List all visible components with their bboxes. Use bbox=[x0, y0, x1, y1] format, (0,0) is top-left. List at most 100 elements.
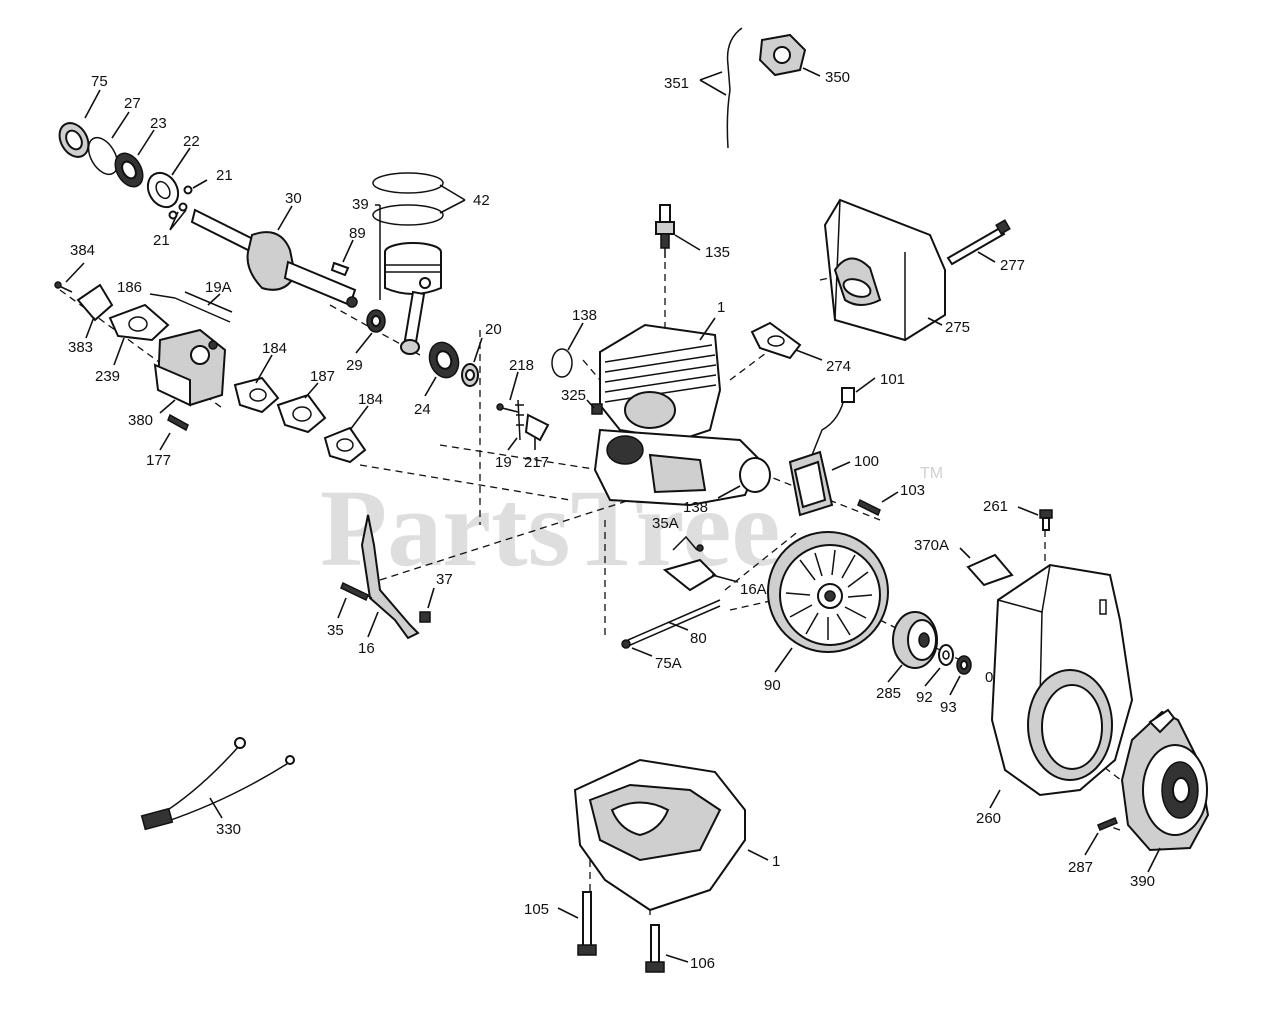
label-35A: 35A bbox=[652, 515, 679, 532]
label-287: 287 bbox=[1068, 859, 1093, 876]
ignition-lead-101 bbox=[809, 387, 855, 461]
piston-assembly bbox=[384, 242, 442, 355]
gasket-138-b bbox=[739, 457, 771, 493]
label-21-lower: 21 bbox=[153, 232, 170, 249]
label-384: 384 bbox=[70, 242, 95, 259]
label-138-lower: 138 bbox=[683, 499, 708, 516]
clip-325 bbox=[591, 403, 603, 415]
label-186: 186 bbox=[117, 279, 142, 296]
label-75A: 75A bbox=[655, 655, 682, 672]
bolt-106 bbox=[645, 924, 665, 973]
label-19A: 19A bbox=[205, 279, 232, 296]
label-380: 380 bbox=[128, 412, 153, 429]
primer-350 bbox=[758, 33, 807, 77]
label-93: 93 bbox=[940, 699, 957, 716]
label-285: 285 bbox=[876, 685, 901, 702]
oil-seal-20 bbox=[461, 363, 479, 387]
label-101: 101 bbox=[880, 371, 905, 388]
label-275: 275 bbox=[945, 319, 970, 336]
spacer-187 bbox=[276, 393, 327, 434]
label-351: 351 bbox=[664, 75, 689, 92]
label-217: 217 bbox=[524, 454, 549, 471]
watermark-trademark: TM bbox=[920, 465, 943, 482]
label-24: 24 bbox=[414, 401, 431, 418]
label-390: 390 bbox=[1130, 873, 1155, 890]
retaining-ring-27 bbox=[87, 136, 119, 176]
carburetor-380 bbox=[153, 328, 227, 407]
needle-bearing-29 bbox=[366, 309, 386, 333]
muffler-275 bbox=[823, 198, 946, 342]
key-21-a bbox=[183, 185, 193, 195]
label-92: 92 bbox=[916, 689, 933, 706]
rod-186 bbox=[174, 297, 231, 323]
woodruff-key-89 bbox=[330, 261, 350, 277]
label-138-upper: 138 bbox=[572, 307, 597, 324]
bracket-39 bbox=[375, 204, 381, 300]
label-325: 325 bbox=[561, 387, 586, 404]
label-260: 260 bbox=[976, 810, 1001, 827]
screw-384 bbox=[54, 281, 73, 293]
leader-lines bbox=[65, 67, 1161, 963]
bracket-383 bbox=[76, 283, 114, 322]
decal-370A bbox=[966, 553, 1014, 587]
label-23: 23 bbox=[150, 115, 167, 132]
label-19: 19 bbox=[495, 454, 512, 471]
fuel-line-351 bbox=[726, 27, 743, 149]
gasket-138-a bbox=[551, 348, 573, 378]
label-16A: 16A bbox=[740, 581, 767, 598]
piston-rings-42 bbox=[372, 172, 444, 226]
label-80: 80 bbox=[690, 630, 707, 647]
label-239: 239 bbox=[95, 368, 120, 385]
label-39: 39 bbox=[352, 196, 369, 213]
part-number-labels: 75 27 23 22 21 21 30 39 42 89 384 186 19… bbox=[68, 69, 1155, 972]
label-383: 383 bbox=[68, 339, 93, 356]
label-218: 218 bbox=[509, 357, 534, 374]
label-177: 177 bbox=[146, 452, 171, 469]
label-22: 22 bbox=[183, 133, 200, 150]
screw-287 bbox=[1097, 817, 1118, 831]
bearing-24 bbox=[428, 341, 460, 379]
washer-22 bbox=[146, 171, 180, 209]
washer-75A bbox=[621, 639, 631, 649]
key-21-b bbox=[178, 202, 188, 212]
label-29: 29 bbox=[346, 357, 363, 374]
label-30: 30 bbox=[285, 190, 302, 207]
label-187: 187 bbox=[310, 368, 335, 385]
label-103: 103 bbox=[900, 482, 925, 499]
recoil-starter-390 bbox=[1120, 708, 1210, 852]
label-90: 90 bbox=[764, 677, 781, 694]
screw-177 bbox=[167, 413, 189, 432]
label-184-upper: 184 bbox=[262, 340, 287, 357]
label-21-upper: 21 bbox=[216, 167, 233, 184]
label-350: 350 bbox=[825, 69, 850, 86]
screw-261 bbox=[1039, 509, 1053, 531]
spark-plug-135 bbox=[655, 204, 675, 258]
spring-19A bbox=[184, 291, 233, 313]
label-274: 274 bbox=[826, 358, 851, 375]
label-42: 42 bbox=[473, 192, 490, 209]
screw-35 bbox=[340, 581, 369, 602]
label-35: 35 bbox=[327, 622, 344, 639]
label-89: 89 bbox=[349, 225, 366, 242]
gasket-239 bbox=[108, 303, 170, 342]
oil-seal-75 bbox=[58, 122, 90, 158]
ground-wire-330 bbox=[140, 737, 295, 831]
svg-text:0: 0 bbox=[985, 669, 993, 686]
ignition-module-100 bbox=[788, 450, 834, 517]
bolt-105 bbox=[577, 891, 597, 956]
label-100: 100 bbox=[854, 453, 879, 470]
gasket-184-b bbox=[323, 426, 367, 464]
label-370A: 370A bbox=[914, 537, 949, 554]
crankshaft-30 bbox=[190, 208, 358, 308]
label-277: 277 bbox=[1000, 257, 1025, 274]
link-217 bbox=[524, 413, 550, 442]
blower-housing-260: 0 bbox=[985, 563, 1134, 797]
label-135: 135 bbox=[705, 244, 730, 261]
label-16: 16 bbox=[358, 640, 375, 657]
cylinder-1 bbox=[593, 323, 762, 507]
nut-93 bbox=[956, 655, 972, 675]
label-184-lower: 184 bbox=[358, 391, 383, 408]
label-37: 37 bbox=[436, 571, 453, 588]
gasket-274 bbox=[750, 321, 802, 360]
